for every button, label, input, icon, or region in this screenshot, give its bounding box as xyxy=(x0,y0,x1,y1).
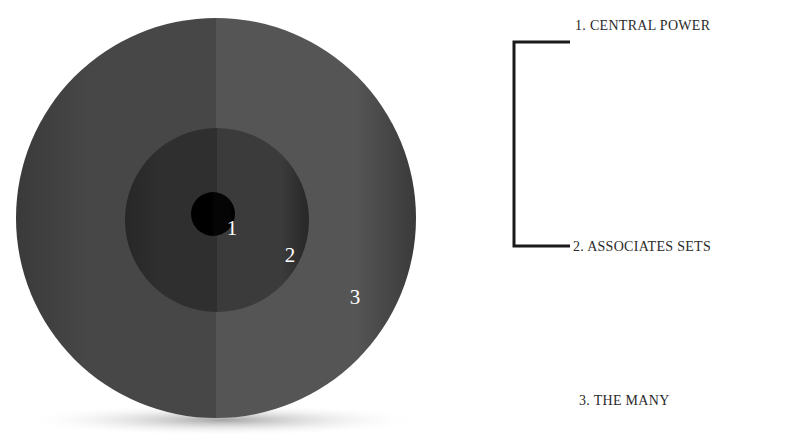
callout-number: 2 xyxy=(285,245,296,266)
callout-number: 3 xyxy=(350,287,361,308)
bracket xyxy=(514,42,570,246)
level-label: 2. ASSOCIATES SETS xyxy=(573,240,711,254)
level-label: 1. CENTRAL POWER xyxy=(575,19,710,33)
middle-circle: 21 xyxy=(125,128,309,312)
callout-number: 1 xyxy=(227,218,238,239)
inner-circle: 1 xyxy=(191,192,235,236)
outer-circle: 321 xyxy=(16,18,416,418)
level-label: 3. THE MANY xyxy=(579,394,670,408)
